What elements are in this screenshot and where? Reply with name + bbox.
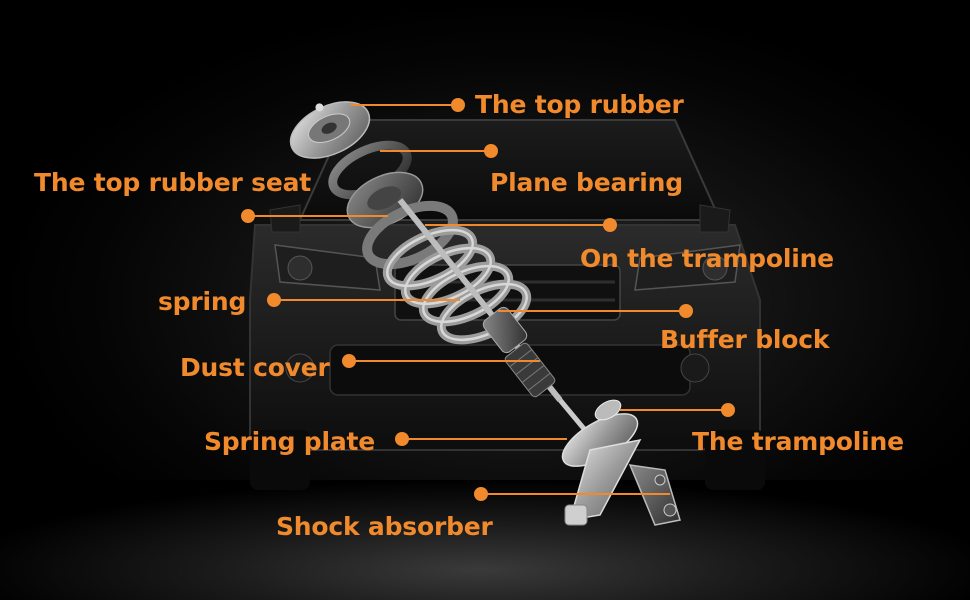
leader-line-spring — [275, 299, 460, 301]
leader-line-spring-plate — [402, 438, 567, 440]
leader-line-on-the-trampoline — [425, 224, 611, 226]
top-rubber-part — [280, 86, 379, 170]
shock-absorber-part — [555, 396, 680, 525]
callout-dot-on-the-trampoline — [603, 218, 617, 232]
callout-dot-top-rubber-seat — [241, 209, 255, 223]
label-spring: spring — [158, 289, 246, 314]
callout-dot-plane-bearing — [484, 144, 498, 158]
leader-line-plane-bearing — [380, 150, 492, 152]
callout-dot-the-trampoline — [721, 403, 735, 417]
label-top-rubber-seat: The top rubber seat — [34, 170, 311, 195]
leader-line-top-rubber — [350, 104, 458, 106]
callout-dot-spring — [267, 293, 281, 307]
leader-line-buffer-block — [498, 310, 686, 312]
leader-line-shock-absorber — [482, 493, 670, 495]
label-plane-bearing: Plane bearing — [490, 170, 683, 195]
label-shock-absorber: Shock absorber — [276, 514, 493, 539]
callout-dot-dust-cover — [342, 354, 356, 368]
leader-line-top-rubber-seat — [248, 215, 388, 217]
callout-dot-buffer-block — [679, 304, 693, 318]
callout-dot-spring-plate — [395, 432, 409, 446]
label-the-trampoline: The trampoline — [692, 429, 904, 454]
label-spring-plate: Spring plate — [204, 429, 375, 454]
callout-dot-top-rubber — [451, 98, 465, 112]
leader-line-the-trampoline — [620, 409, 728, 411]
label-top-rubber: The top rubber — [475, 92, 684, 117]
label-buffer-block: Buffer block — [660, 327, 829, 352]
label-dust-cover: Dust cover — [180, 355, 330, 380]
label-on-the-trampoline: On the trampoline — [580, 246, 834, 271]
leader-line-dust-cover — [350, 360, 540, 362]
callout-dot-shock-absorber — [474, 487, 488, 501]
